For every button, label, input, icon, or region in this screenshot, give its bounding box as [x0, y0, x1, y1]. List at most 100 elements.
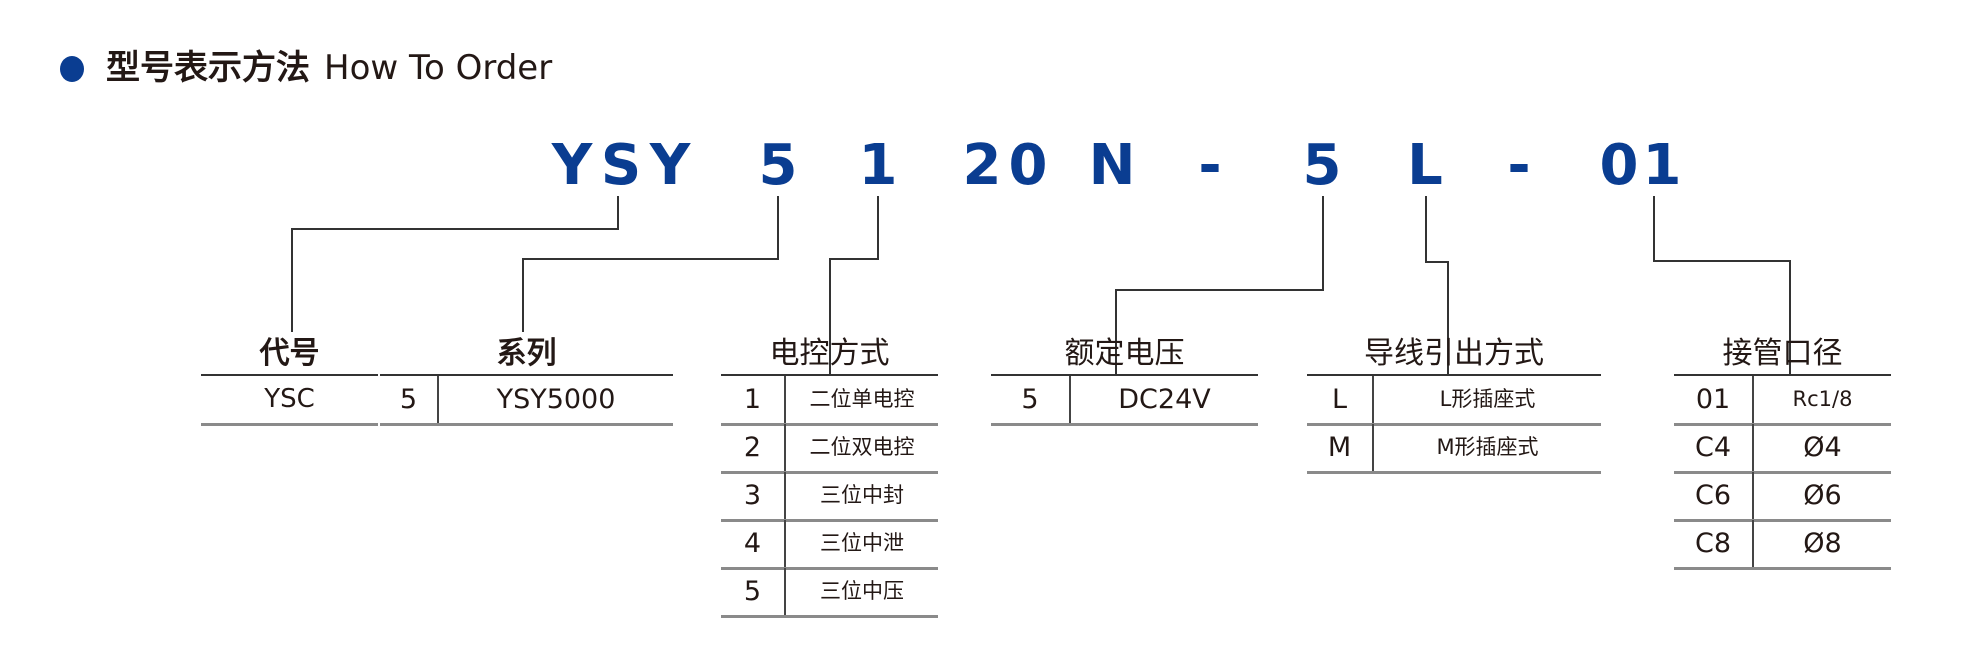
cell-code: M	[1327, 432, 1352, 463]
cell-divider	[1372, 376, 1374, 423]
code-segment: 2	[962, 133, 1002, 198]
cell-code: 4	[743, 528, 762, 559]
code-segment: Y	[649, 133, 691, 198]
cell-divider	[1752, 424, 1754, 471]
connector-line	[777, 196, 779, 260]
table-row: C4 Ø4	[1674, 424, 1891, 474]
table-header: 系列	[496, 336, 557, 371]
cell-code: 01	[1695, 384, 1731, 415]
table-row: L L形插座式	[1307, 376, 1601, 426]
table-header: 电控方式	[769, 336, 890, 371]
table-row: 3 三位中封	[721, 472, 938, 522]
cell-code: 1	[743, 384, 762, 415]
table-header: 导线引出方式	[1364, 336, 1544, 371]
code-segment: N	[1088, 133, 1136, 198]
header-rule	[991, 374, 1258, 376]
connector-line	[291, 228, 293, 332]
table-row: 4 三位中泄	[721, 520, 938, 570]
cell-divider	[1752, 520, 1754, 567]
cell-desc: Ø6	[1803, 480, 1842, 511]
code-segment: 5	[758, 133, 798, 198]
title-cn: 型号表示方法	[106, 48, 310, 88]
connector-line	[1447, 261, 1449, 374]
code-segment: Y	[551, 133, 593, 198]
cell-code: 5	[743, 576, 762, 607]
cell-code: 5	[399, 384, 418, 415]
cell-desc: 二位双电控	[809, 435, 915, 459]
cell-divider	[784, 520, 786, 567]
cell-divider	[437, 376, 439, 423]
code-segment: 0	[1599, 133, 1639, 198]
cell-code: C4	[1694, 432, 1732, 463]
table-row: 5 YSY5000	[380, 376, 673, 426]
cell-divider	[1069, 376, 1071, 423]
code-segment: S	[600, 133, 642, 198]
code-segment: L	[1407, 133, 1443, 198]
cell-desc: Ø4	[1803, 432, 1842, 463]
cell-desc: DC24V	[1118, 384, 1211, 415]
table-row: M M形插座式	[1307, 424, 1601, 474]
cell-desc: 三位中泄	[820, 531, 904, 555]
cell-value: YSC	[264, 384, 315, 414]
table-header: 额定电压	[1064, 336, 1185, 371]
connector-line	[877, 196, 879, 260]
connector-line	[1425, 261, 1449, 263]
code-segment: 5	[1302, 133, 1342, 198]
connector-line	[522, 258, 779, 260]
connector-line	[829, 258, 879, 260]
header-rule	[721, 374, 938, 376]
cell-code: 2	[743, 432, 762, 463]
table-row: 01 Rc1/8	[1674, 376, 1891, 426]
header-rule	[1307, 374, 1601, 376]
cell-code: C8	[1694, 528, 1732, 559]
table-row: 5 DC24V	[991, 376, 1258, 426]
cell-desc: L形插座式	[1439, 387, 1536, 411]
cell-desc: Ø8	[1803, 528, 1842, 559]
connector-line	[522, 258, 524, 332]
header-rule	[1674, 374, 1891, 376]
connector-line	[1653, 196, 1655, 262]
bullet-icon	[60, 56, 84, 82]
section-title: 型号表示方法 How To Order	[106, 46, 552, 90]
table-row: C6 Ø6	[1674, 472, 1891, 522]
connector-line	[1115, 289, 1117, 374]
connector-line	[1653, 260, 1791, 262]
cell-code: 3	[743, 480, 762, 511]
table-row: 1 二位单电控	[721, 376, 938, 426]
cell-divider	[1752, 472, 1754, 519]
code-segment: -	[1198, 133, 1222, 198]
cell-desc: 三位中封	[820, 483, 904, 507]
code-segment: 1	[1642, 133, 1682, 198]
cell-divider	[784, 376, 786, 423]
connector-line	[1322, 196, 1324, 291]
table-row: 5 三位中压	[721, 568, 938, 618]
cell-code: 5	[1021, 384, 1039, 415]
table-header: 代号	[259, 336, 320, 371]
cell-desc: YSY5000	[496, 384, 616, 415]
cell-divider	[784, 568, 786, 615]
cell-code: L	[1331, 384, 1348, 415]
cell-desc: Rc1/8	[1792, 387, 1853, 411]
cell-divider	[784, 472, 786, 519]
connector-line	[1789, 260, 1791, 374]
cell-divider	[1752, 376, 1754, 423]
title-en: How To Order	[324, 48, 553, 88]
connector-line	[1425, 196, 1427, 263]
table-row: 2 二位双电控	[721, 424, 938, 474]
connector-line	[291, 228, 619, 230]
table-header: 接管口径	[1722, 336, 1843, 371]
connector-line	[617, 196, 619, 230]
code-segment: 1	[858, 133, 898, 198]
code-segment: -	[1507, 133, 1531, 198]
cell-code: C6	[1694, 480, 1732, 511]
cell-desc: 三位中压	[820, 579, 904, 603]
header-rule	[380, 374, 673, 376]
code-segment: 0	[1008, 133, 1048, 198]
cell-desc: M形插座式	[1436, 435, 1539, 459]
cell-divider	[784, 424, 786, 471]
table-row: C8 Ø8	[1674, 520, 1891, 570]
cell-divider	[1372, 424, 1374, 471]
cell-desc: 二位单电控	[809, 387, 915, 411]
connector-line	[829, 258, 831, 374]
